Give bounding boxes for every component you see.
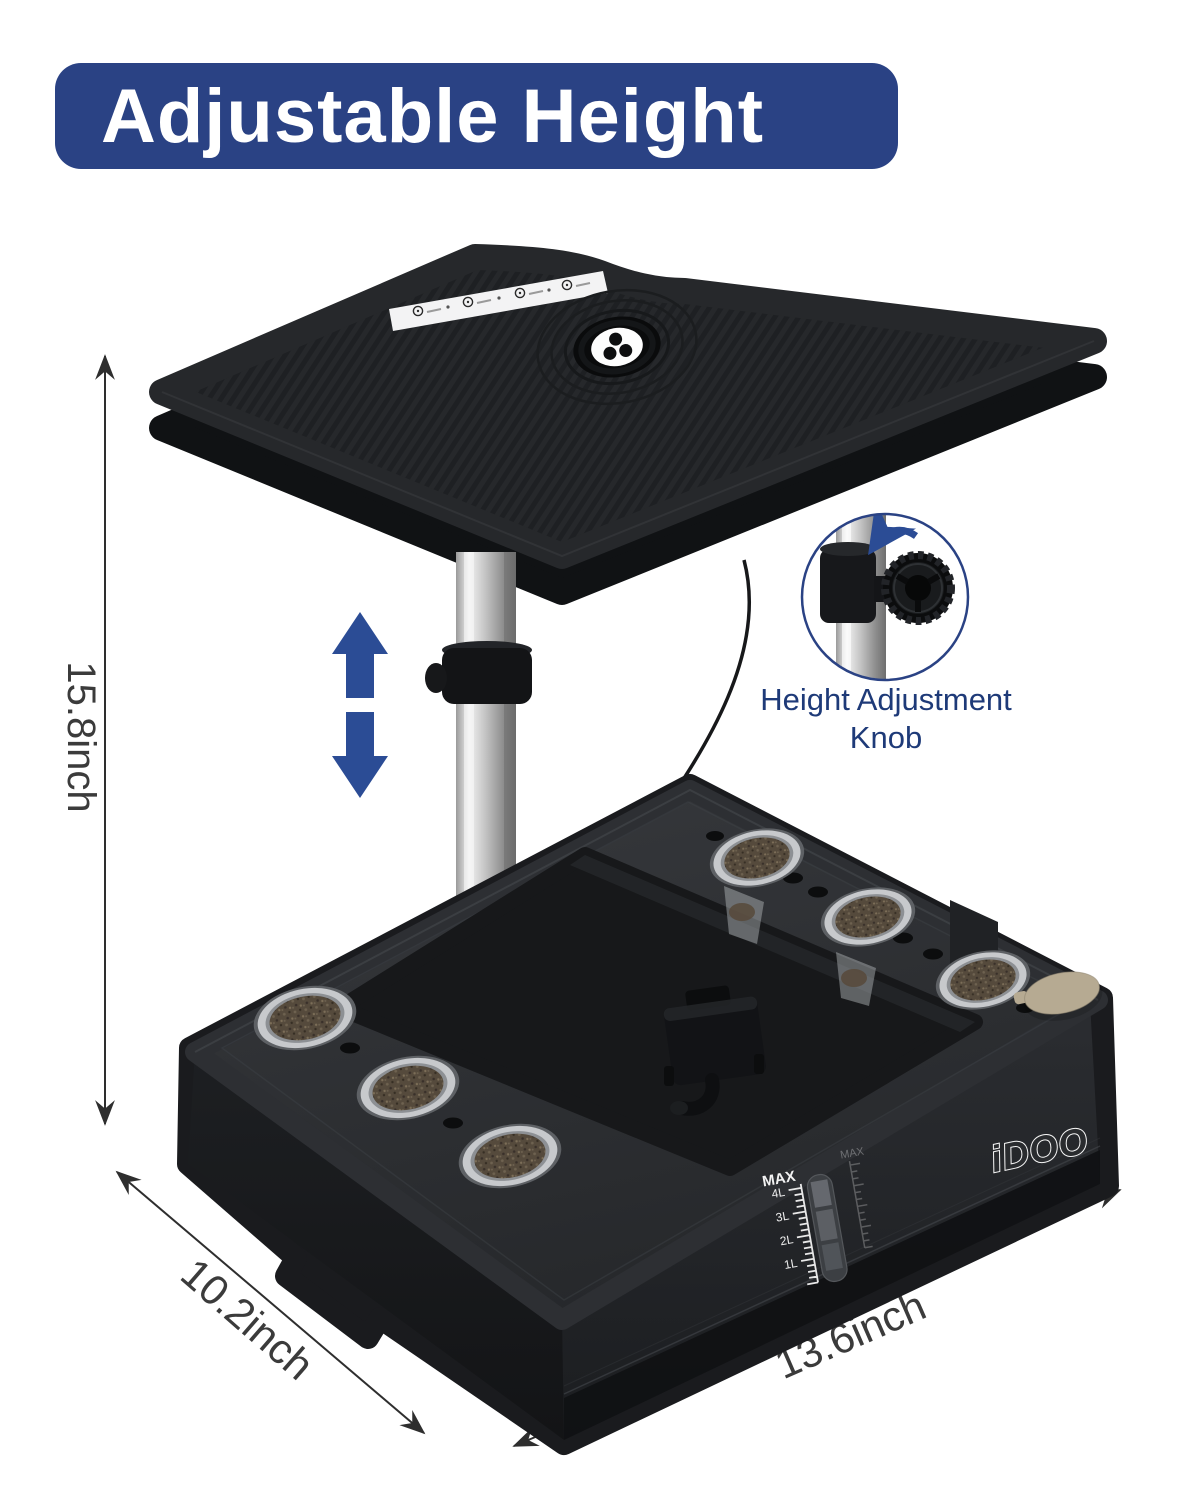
base-skirt	[564, 1150, 1100, 1440]
knob-callout-art	[803, 515, 967, 679]
control-icon-dot	[565, 283, 569, 287]
gauge-ghost-scale: MAX	[839, 1145, 873, 1249]
control-icon	[412, 305, 424, 317]
control-label-mark	[426, 308, 442, 313]
height-adjust-arrows	[332, 612, 388, 798]
page-title: Adjustable Height	[101, 73, 765, 159]
control-icon-dot	[518, 291, 522, 295]
basket-sponge	[729, 903, 755, 921]
base-left-face	[188, 1052, 564, 1440]
water-fill-cap	[1013, 971, 1103, 1021]
title-banner: Adjustable Height	[55, 63, 898, 169]
lamp-top-surface	[149, 244, 1107, 569]
control-panel	[389, 271, 608, 331]
control-icon	[514, 287, 526, 299]
collar-knob-nub	[425, 663, 447, 693]
gauge-window-segment	[810, 1179, 832, 1208]
rotate-arrow-icon	[868, 515, 919, 556]
gauge-level-4l: 4L	[770, 1185, 786, 1201]
deck-hole	[706, 831, 724, 841]
callout-clamp	[820, 549, 876, 623]
grow-pod	[709, 828, 805, 888]
hydroponic-base: MAX 4L 3L 2L 1L MAX iDOO	[177, 774, 1119, 1455]
gauge-level-2l: 2L	[779, 1232, 795, 1248]
separator-dot	[446, 305, 450, 309]
up-arrow-icon	[332, 612, 388, 698]
grow-pod	[935, 950, 1031, 1010]
control-label-mark	[575, 282, 591, 287]
deck-hole	[340, 1042, 360, 1054]
grow-pod	[820, 887, 916, 947]
grow-light-head	[149, 244, 1107, 605]
deck-hole	[923, 948, 943, 960]
grow-pod	[356, 1055, 460, 1121]
seed-pod-baskets	[724, 886, 876, 1006]
tank-back-wall	[570, 855, 975, 1032]
height-dimension-label: 15.8inch	[59, 661, 103, 812]
fan-icon	[536, 288, 698, 406]
water-level-gauge: MAX 4L 3L 2L 1L MAX	[761, 1145, 873, 1286]
gauge-level-1l: 1L	[783, 1256, 799, 1272]
gauge-tick-scale	[788, 1183, 819, 1286]
pole-collar-clamp	[442, 648, 532, 704]
callout-circle	[800, 512, 970, 682]
gauge-level-3l: 3L	[775, 1209, 791, 1225]
control-panel-strip	[389, 271, 608, 331]
gauge-ghost-max: MAX	[839, 1145, 865, 1161]
callout-caption-line1: Height Adjustment	[760, 682, 1012, 717]
deck-hole	[443, 1117, 463, 1129]
depth-dimension-line	[115, 1170, 426, 1435]
deck-hole	[808, 886, 828, 898]
pole-highlight	[464, 552, 474, 948]
separator-dot	[547, 288, 551, 292]
tank-recess	[332, 847, 983, 1176]
grow-pods-left	[253, 985, 562, 1189]
control-label-mark	[528, 290, 544, 295]
knob-callout	[800, 512, 970, 682]
lamp-front-bevel	[161, 340, 1095, 558]
control-label-mark	[476, 299, 492, 304]
control-icon	[561, 279, 573, 291]
callout-caption-line2: Knob	[849, 720, 923, 755]
grow-pods-right	[709, 828, 1031, 1010]
grow-pod	[458, 1123, 562, 1189]
water-pump	[663, 985, 766, 1116]
control-icon-dot	[416, 309, 420, 313]
control-icon-dot	[466, 300, 470, 304]
separator-dot	[497, 296, 501, 300]
gauge-max-label: MAX	[761, 1168, 797, 1191]
down-arrow-icon	[332, 712, 388, 798]
gauge-window-segment	[815, 1208, 838, 1242]
grow-pod	[253, 985, 357, 1051]
control-icon	[462, 296, 474, 308]
height-adjustment-knob-icon	[881, 551, 955, 625]
gauge-window-segment	[821, 1242, 843, 1271]
basket-sponge	[841, 969, 867, 987]
callout-caption: Height Adjustment Knob	[705, 681, 1067, 757]
